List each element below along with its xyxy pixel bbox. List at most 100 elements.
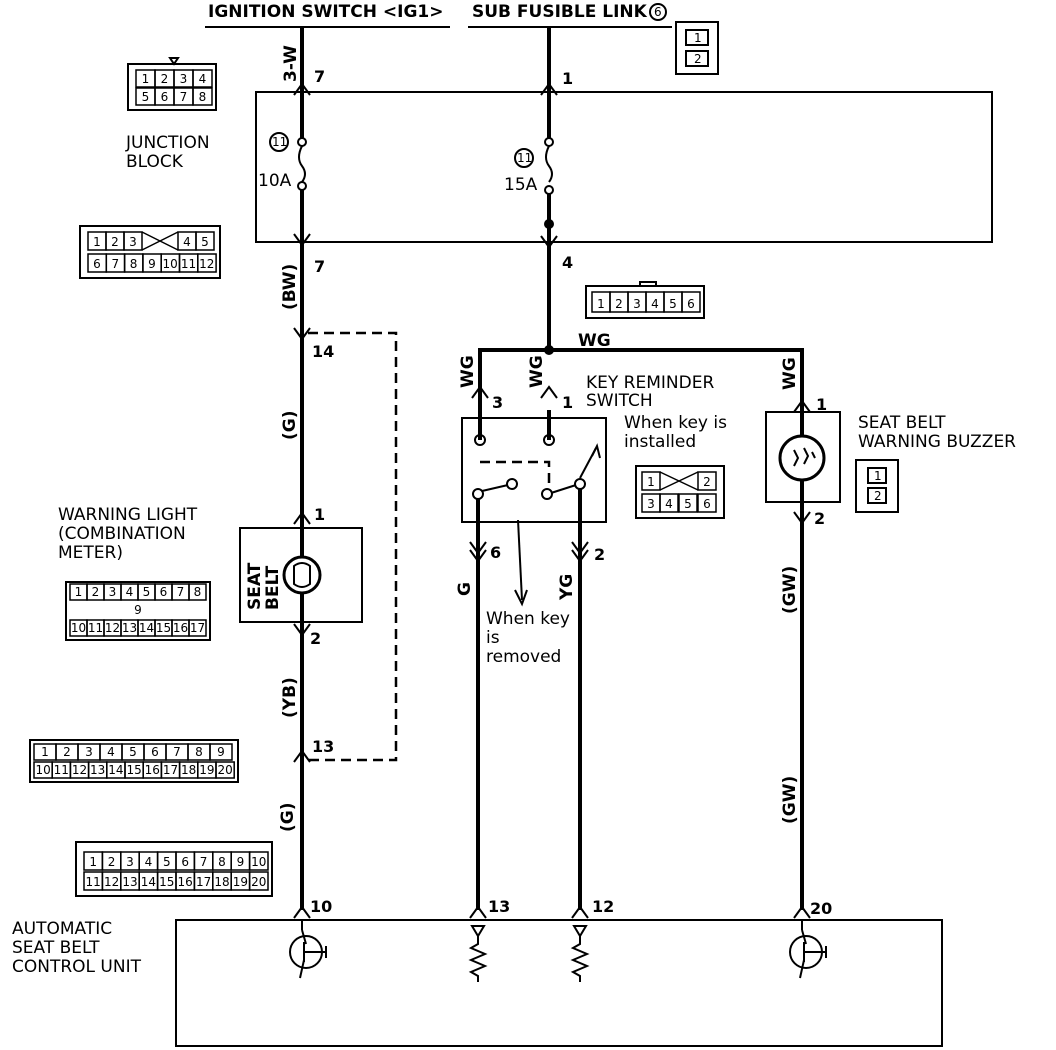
connector-pin: 3 <box>85 745 93 759</box>
connector-pin: 10 <box>71 621 86 635</box>
connector-pin: 5 <box>129 745 137 759</box>
key-removed-label: When key <box>486 609 570 629</box>
connector-pin: 17 <box>196 875 211 889</box>
pin-number: 1 <box>816 395 827 414</box>
fuse-number: 11 <box>517 151 532 165</box>
connector-pin: 14 <box>139 621 154 635</box>
fuse-number: 11 <box>272 135 287 149</box>
connector-pin: 9 <box>237 855 245 869</box>
connector-pin: 17 <box>190 621 205 635</box>
warning-light-inner: BELT <box>263 565 283 610</box>
junction-block-title: JUNCTION <box>125 133 210 153</box>
connector-pin: 8 <box>218 855 226 869</box>
connector-pin: 11 <box>54 763 69 777</box>
connector-pin: 8 <box>199 90 207 104</box>
wire-label-bw: (BW) <box>280 264 300 310</box>
fusible-link-number: 6 <box>654 5 662 19</box>
wire-label-3w: 3-W <box>281 45 301 82</box>
connector-pin: 2 <box>694 52 702 66</box>
pin-number: 3 <box>492 393 503 412</box>
connector-pin: 5 <box>142 90 150 104</box>
wire-label-wg: WG <box>458 355 478 388</box>
connector-pin: 8 <box>195 745 203 759</box>
connector-pin: 5 <box>669 297 677 311</box>
connector-pin: 15 <box>126 763 141 777</box>
shield-dashed-line <box>308 331 398 762</box>
wire-label-yg: YG <box>557 574 577 601</box>
connector-pin: 20 <box>251 875 266 889</box>
pin-number: 2 <box>814 509 825 528</box>
pin-number: 1 <box>314 505 325 524</box>
connector-pin: 1 <box>89 855 97 869</box>
connector-pin: 12 <box>104 875 119 889</box>
connector-pin: 14 <box>141 875 156 889</box>
buzzer-title: WARNING BUZZER <box>858 432 1016 452</box>
connector-pin: 10 <box>35 763 50 777</box>
connector-pin: 11 <box>181 257 196 271</box>
connector-pin: 19 <box>233 875 248 889</box>
arrow <box>293 82 311 96</box>
pin-number: 2 <box>310 629 321 648</box>
connector-cell <box>215 761 235 779</box>
resistor-icon <box>468 925 488 982</box>
key-removed-label: removed <box>486 647 561 667</box>
connector-cell <box>697 471 717 491</box>
connector-buzzer: 1 2 <box>855 459 899 513</box>
connector-pin: 15 <box>156 621 171 635</box>
connector-pin: 8 <box>130 257 138 271</box>
connector-pin: 19 <box>199 763 214 777</box>
connector-pin: 4 <box>199 72 207 86</box>
junction-block-title: BLOCK <box>126 152 184 172</box>
control-unit-title: SEAT BELT <box>12 938 100 958</box>
connector-pin: 6 <box>93 257 101 271</box>
buzzer-box <box>765 411 841 503</box>
pin-number: 7 <box>314 67 325 86</box>
connector-cell <box>188 583 207 601</box>
connector-pin: 6 <box>161 90 169 104</box>
connector-pin: 14 <box>108 763 123 777</box>
connector-pin: 20 <box>217 763 232 777</box>
buzzer-title: SEAT BELT <box>858 413 946 433</box>
pin-number: 12 <box>592 897 614 916</box>
connector-pin: 3 <box>647 497 655 511</box>
connector-pin: 1 <box>597 297 605 311</box>
warning-light-box <box>239 527 363 623</box>
connector-pin: 6 <box>181 855 189 869</box>
buzzer-icon <box>778 434 826 482</box>
connector-cell <box>697 493 717 513</box>
control-unit-title: CONTROL UNIT <box>12 957 142 977</box>
pin-number: 6 <box>490 543 501 562</box>
wire-label-wg: WG <box>578 331 611 351</box>
connector-pin: 10 <box>163 257 178 271</box>
warning-light-title: WARNING LIGHT <box>58 505 198 525</box>
connector-pin: 3 <box>129 235 137 249</box>
connector-pin: 2 <box>63 745 71 759</box>
key-switch-title: KEY REMINDER <box>586 373 714 393</box>
wire-label-wg: WG <box>527 355 547 388</box>
connector-pin: 5 <box>163 855 171 869</box>
connector-pin: 4 <box>651 297 659 311</box>
pin-number: 4 <box>562 253 573 272</box>
control-unit-box <box>175 919 943 1047</box>
header: IGNITION SWITCH <IG1> SUB FUSIBLE LINK 6 <box>205 2 672 28</box>
connector-pin: 9 <box>134 603 142 617</box>
warning-light-inner: SEAT <box>245 562 265 610</box>
connector-pin: 4 <box>183 235 191 249</box>
connector-pin: 6 <box>160 585 168 599</box>
connector-pin: 9 <box>148 257 156 271</box>
key-installed-label: When key is <box>624 413 727 433</box>
wire-label-g: (G) <box>280 411 300 441</box>
key-removed-label: is <box>486 628 500 648</box>
resistor-icon <box>570 925 590 982</box>
wire-label-g-key: G <box>455 582 475 596</box>
connector-pin: 12 <box>72 763 87 777</box>
connector-cell <box>678 493 698 513</box>
connector-pin: 6 <box>703 497 711 511</box>
connector-pin: 7 <box>180 90 188 104</box>
connector-pin: 12 <box>105 621 120 635</box>
